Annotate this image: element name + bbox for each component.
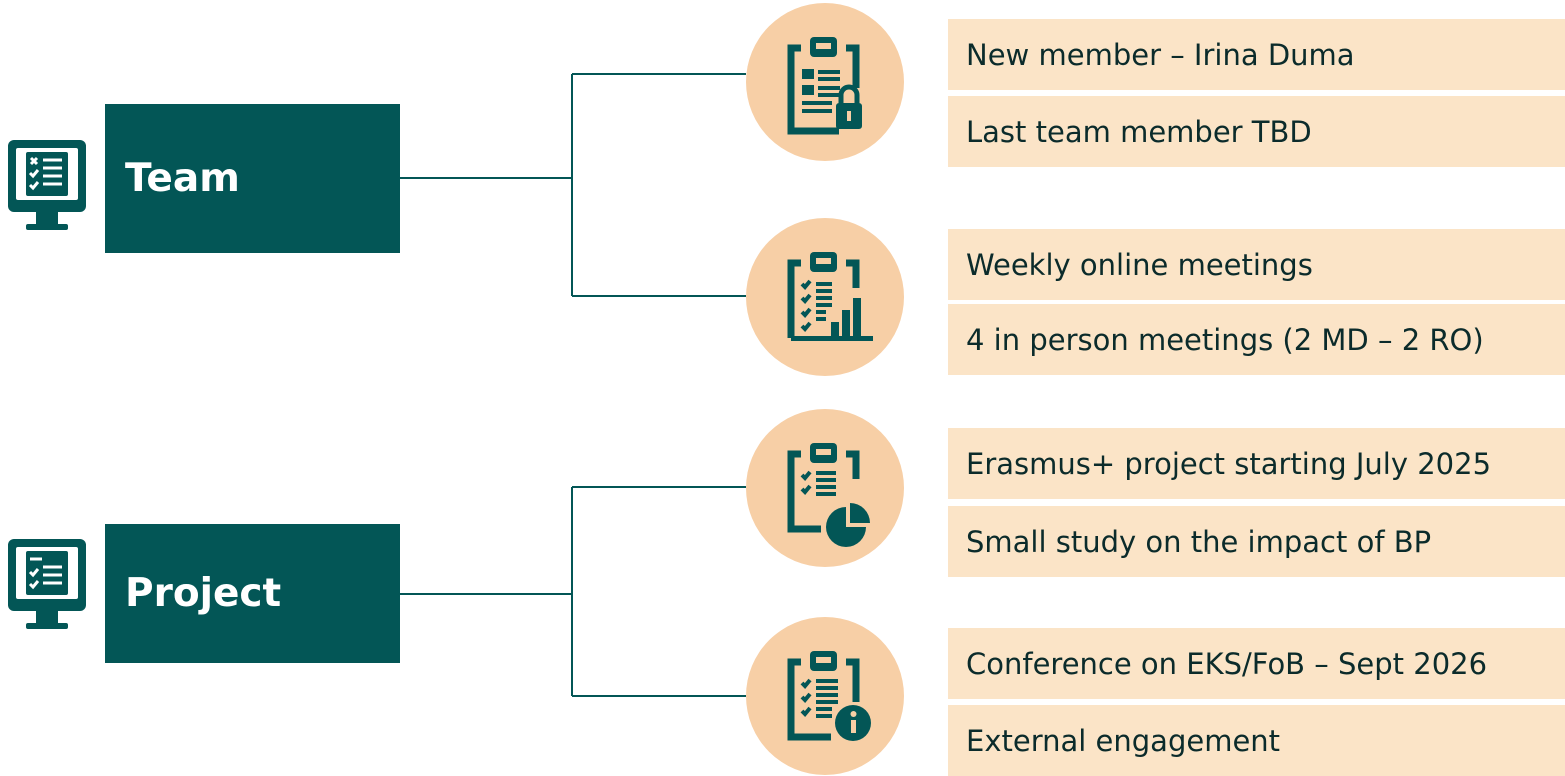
item-box: Erasmus+ project starting July 2025	[948, 428, 1565, 499]
clipboard-pie-icon	[746, 409, 904, 567]
item-box: Small study on the impact of BP	[948, 506, 1565, 577]
item-text: Last team member TBD	[966, 114, 1312, 149]
clipboard-lock-icon	[746, 3, 904, 161]
checklist-monitor-icon	[6, 138, 88, 234]
item-box: New member – Irina Duma	[948, 19, 1565, 90]
item-text: Weekly online meetings	[966, 247, 1313, 282]
group-label-team: Team	[105, 104, 400, 253]
group-label-text: Team	[125, 156, 240, 201]
item-text: Conference on EKS/FoB – Sept 2026	[966, 646, 1488, 681]
item-text: Erasmus+ project starting July 2025	[966, 446, 1492, 481]
group-label-project: Project	[105, 524, 400, 663]
item-box: Last team member TBD	[948, 96, 1565, 167]
item-text: Small study on the impact of BP	[966, 524, 1432, 559]
item-text: External engagement	[966, 723, 1281, 758]
item-text: New member – Irina Duma	[966, 37, 1355, 72]
group-label-text: Project	[125, 571, 282, 616]
checklist-monitor-icon	[6, 537, 88, 633]
item-text: 4 in person meetings (2 MD – 2 RO)	[966, 322, 1484, 357]
item-box: Conference on EKS/FoB – Sept 2026	[948, 628, 1565, 699]
item-box: External engagement	[948, 705, 1565, 776]
clipboard-chart-icon	[746, 218, 904, 376]
clipboard-info-icon	[746, 617, 904, 775]
item-box: 4 in person meetings (2 MD – 2 RO)	[948, 304, 1565, 375]
item-box: Weekly online meetings	[948, 229, 1565, 300]
